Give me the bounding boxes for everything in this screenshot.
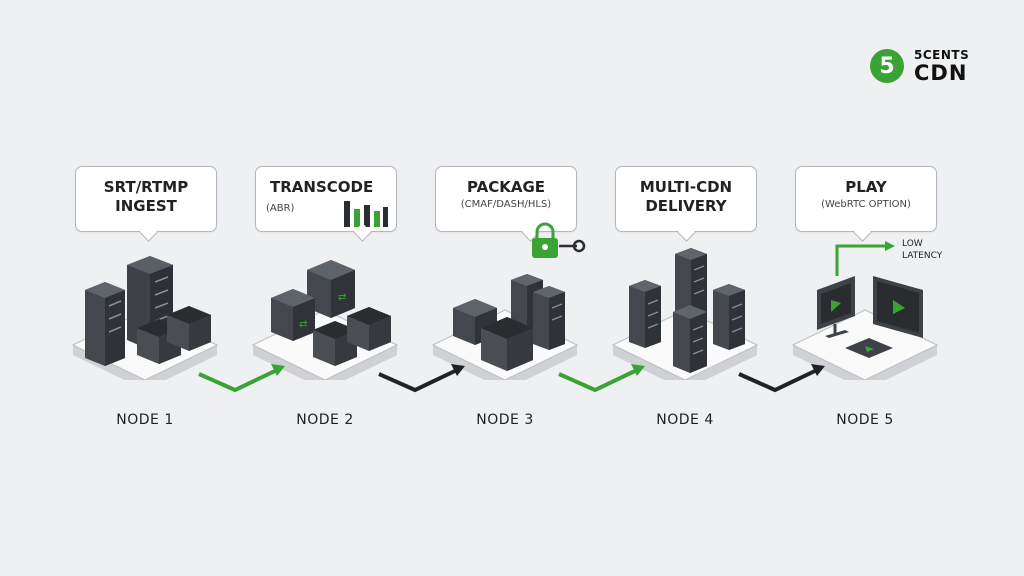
transcode-box-icon: ⇄ <box>271 289 315 341</box>
node-5-callout: PLAY (WebRTC OPTION) <box>795 166 937 232</box>
server-rack-icon <box>533 286 565 350</box>
node-3-label: NODE 3 <box>476 412 534 428</box>
brand-logo: 5 5CENTS CDN <box>870 45 980 89</box>
node-1-title: SRT/RTMP INGEST <box>103 178 189 215</box>
node-2-transcode-boxes: ⇄ ⇄ <box>252 260 398 380</box>
node-4-title: MULTI-CDN DELIVERY <box>639 178 733 215</box>
svg-text:⇄: ⇄ <box>338 292 346 303</box>
node-1-ingest-servers <box>72 256 218 380</box>
brand-badge: 5 <box>870 49 904 83</box>
monitor-play-icon <box>873 276 923 338</box>
low-latency-arrow-icon <box>835 241 895 276</box>
node-4-cdn-servers <box>612 248 758 380</box>
node-5-label: NODE 5 <box>836 412 894 428</box>
server-rack-icon <box>673 305 707 373</box>
node-1-label: NODE 1 <box>116 412 174 428</box>
server-rack-icon <box>713 284 745 350</box>
pipeline-node-2: TRANSCODE (ABR) ⇄ ⇄ <box>235 160 415 440</box>
brand-line-1: 5CENTS <box>914 48 970 62</box>
node-2-label: NODE 2 <box>296 412 354 428</box>
node-1-callout: SRT/RTMP INGEST <box>75 166 217 232</box>
bar-chart-icon <box>344 201 388 227</box>
padlock-key-icon <box>532 222 586 258</box>
server-rack-icon <box>85 282 125 366</box>
node-2-callout: TRANSCODE (ABR) <box>255 166 397 232</box>
server-rack-icon <box>675 248 707 326</box>
monitor-play-icon <box>817 276 855 338</box>
server-rack-icon <box>629 280 661 348</box>
pipeline-node-1: SRT/RTMP INGEST <box>55 160 235 440</box>
node-3-package-servers <box>432 274 578 380</box>
node-3-subtitle: (CMAF/DASH/HLS) <box>460 199 552 210</box>
flow-arrow-1-to-2 <box>198 364 285 393</box>
transcode-box-icon: ⇄ <box>307 260 355 318</box>
node-2-subtitle: (ABR) <box>266 203 295 214</box>
pipeline-node-3: PACKAGE (CMAF/DASH/HLS) <box>415 160 595 440</box>
brand-line-2: CDN <box>914 61 968 85</box>
open-box-icon <box>347 307 391 351</box>
tablet-play-icon <box>845 338 893 358</box>
node-2-title: TRANSCODE <box>270 178 374 196</box>
node-3-callout: PACKAGE (CMAF/DASH/HLS) <box>435 166 577 232</box>
flow-arrow-3-to-4 <box>558 364 645 393</box>
node-5-title: PLAY <box>845 178 887 196</box>
node-5-subtitle: (WebRTC OPTION) <box>821 199 911 210</box>
flow-arrow-2-to-3 <box>378 364 465 393</box>
svg-text:⇄: ⇄ <box>299 319 307 330</box>
node-5-player-screens <box>792 276 938 380</box>
pipeline-node-5: PLAY (WebRTC OPTION) NODE 5 <box>775 160 955 440</box>
flow-arrow-4-to-5 <box>738 364 825 393</box>
open-box-icon <box>167 306 211 351</box>
low-latency-note: LOW LATENCY <box>902 239 943 261</box>
node-4-callout: MULTI-CDN DELIVERY <box>615 166 757 232</box>
node-4-label: NODE 4 <box>656 412 714 428</box>
pipeline-node-4: MULTI-CDN DELIVERY <box>595 160 775 440</box>
node-3-title: PACKAGE <box>466 178 546 196</box>
open-box-icon <box>481 317 533 371</box>
